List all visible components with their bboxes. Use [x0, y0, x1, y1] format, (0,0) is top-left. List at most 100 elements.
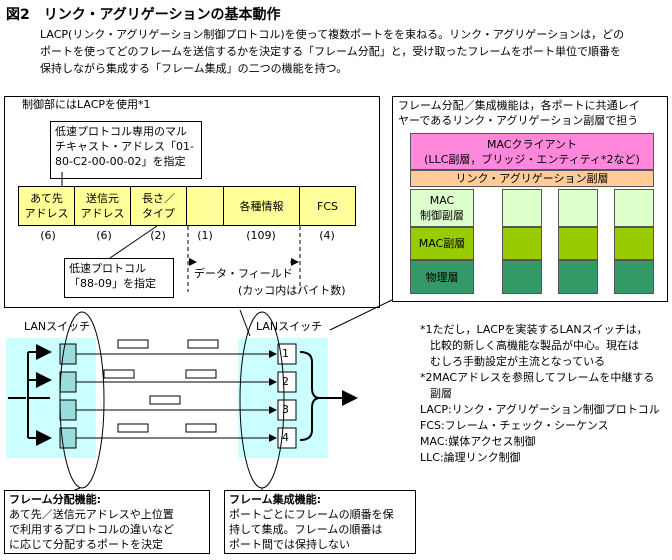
- callout-leader: [109, 225, 158, 259]
- collection-line: 持して集成。フレームの順番は: [229, 523, 383, 536]
- field-label: 長さ／: [142, 192, 175, 205]
- layer-label: (LLC副層，ブリッジ・エンティティ*2など): [424, 152, 640, 166]
- layer-label: リンク・アグリゲーション副層: [455, 172, 609, 185]
- mac-client-layer: MACクライアント(LLC副層，ブリッジ・エンティティ*2など): [410, 133, 654, 170]
- footnote: むしろ手動設定が主流となっている: [430, 355, 606, 368]
- right-port-2: [277, 371, 297, 393]
- bytes-src: (6): [96, 229, 112, 242]
- dist-ellipse: [59, 311, 105, 489]
- frame-icon: [149, 395, 181, 405]
- port-stack-3-ctrl: [558, 189, 598, 227]
- footnote: MAC:媒体アクセス制御: [420, 435, 536, 448]
- frame-icon: [103, 369, 135, 379]
- frame-panel-header: 制御部にはLACPを使用*1: [22, 97, 151, 112]
- bytes-info: (109): [246, 229, 276, 242]
- dist-arrow: [27, 362, 52, 388]
- type-callout: 低速プロトコル 「88-09」を指定: [64, 258, 174, 298]
- dist-arrow: [27, 397, 50, 420]
- callout-line: 低速プロトコル専用のマル: [55, 125, 187, 138]
- panel-leader: [239, 309, 251, 337]
- collect-brace: [299, 351, 321, 441]
- right-port-3-label: 3: [282, 403, 289, 416]
- dest-address-callout: 低速プロトコル専用のマル チキャスト・アドレス「01- 80-C2-00-00-…: [50, 121, 202, 179]
- field-info: 各種情報: [223, 186, 300, 226]
- field-label: 各種情報: [239, 199, 284, 213]
- collect-ellipse: [239, 311, 285, 489]
- bytes-length: (2): [150, 229, 166, 242]
- distribution-box: フレーム分配機能: あて先／送信元アドレスや上位置 で利用するプロトコルの違いな…: [4, 490, 210, 554]
- port-stack-4-ctrl: [614, 189, 654, 227]
- right-port-2-label: 2: [282, 375, 289, 388]
- bytes-dest: (6): [40, 229, 56, 242]
- frame-icon: [117, 423, 149, 433]
- collection-box: フレーム集成機能: ポートごとにフレームの順番を保 持して集成。フレームの順番は…: [224, 490, 416, 554]
- caption-line: フレーム分配／集成機能は，各ポートに共通レイ: [398, 99, 640, 112]
- left-switch-label: LANスイッチ: [24, 320, 91, 333]
- frame-panel-header-text: 制御部にはLACPを使用*1: [22, 98, 151, 111]
- bytes-subtype: (1): [197, 229, 213, 242]
- port-stack-3-phy: [558, 260, 598, 294]
- port-stack-4-mac: [614, 227, 654, 260]
- callout-line: チキャスト・アドレス「01-: [55, 140, 194, 153]
- distribution-title: フレーム分配機能:: [9, 493, 102, 506]
- frame-icon: [117, 339, 149, 349]
- phy-layer: 物理層: [410, 260, 474, 294]
- field-label: あて先: [30, 192, 63, 205]
- frame-icon: [185, 369, 217, 379]
- bytes-note: (カッコ内はバイト数): [238, 284, 346, 297]
- layer-caption: フレーム分配／集成機能は，各ポートに共通レイ ヤーであるリンク・アグリゲーション…: [398, 98, 640, 128]
- distribution-line: に応じて分配するポートを決定: [9, 538, 163, 551]
- field-fcs: FCS: [299, 186, 356, 226]
- left-port-2: [59, 371, 77, 393]
- layer-label: MAC: [429, 194, 455, 207]
- footnote: FCS:フレーム・チェック・シーケンス: [420, 419, 609, 432]
- distribution-line: あて先／送信元アドレスや上位置: [9, 508, 174, 521]
- field-label: タイプ: [142, 207, 175, 220]
- right-port-3: [277, 399, 297, 421]
- frame-icon: [185, 423, 217, 433]
- field-dest-address: あて先アドレス: [18, 186, 75, 226]
- right-port-1: [277, 343, 297, 365]
- data-field-label: データ・フィールド: [194, 267, 293, 280]
- callout-line: 80-C2-00-00-02」を指定: [55, 155, 186, 168]
- port-stack-3-mac: [558, 227, 598, 260]
- figure-title: 図2 リンク・アグリゲーションの基本動作: [6, 7, 281, 23]
- layer-label: MACクライアント: [486, 137, 578, 151]
- collection-line: ポート間では保持しない: [229, 538, 350, 551]
- intro-text: LACP(リンク・アグリゲーション制御プロトコル)を使って複数ポートをを束ねる。…: [40, 26, 666, 77]
- port-stack-2-ctrl: [502, 189, 542, 227]
- intro-line: ポートを使ってどのフレームを送信するかを決定する「フレーム分配」と，受け取ったフ…: [40, 45, 622, 58]
- collection-line: ポートごとにフレームの順番を保: [229, 508, 394, 521]
- callout-line: 「88-09」を指定: [69, 277, 156, 290]
- port-stack-2-phy: [502, 260, 542, 294]
- mac-control-sublayer: MAC 制御副層: [410, 189, 474, 227]
- field-label: 送信元: [86, 192, 119, 205]
- distribution-line: で利用するプロトコルの違いなど: [9, 523, 174, 536]
- mac-sublayer: MAC副層: [410, 227, 474, 260]
- bytes-fcs: (4): [319, 229, 335, 242]
- right-port-4-label: 4: [282, 431, 289, 444]
- layer-label: 物理層: [425, 270, 459, 284]
- intro-line: 保持しながら集成する「フレーム集成」の二つの機能を持つ。: [40, 62, 348, 75]
- la-sublayer: リンク・アグリゲーション副層: [410, 170, 654, 187]
- footnote: LACP:リンク・アグリゲーション制御プロトコル: [420, 403, 660, 416]
- port-stack-2-mac: [502, 227, 542, 260]
- field-label: アドレス: [24, 207, 69, 220]
- layer-leader: [329, 299, 393, 331]
- callout-line: 低速プロトコル: [69, 262, 146, 275]
- layer-label: 制御副層: [420, 209, 464, 222]
- field-subtype: [186, 186, 224, 226]
- port-stack-4-phy: [614, 260, 654, 294]
- intro-line: LACP(リンク・アグリゲーション制御プロトコル)を使って複数ポートをを束ねる。…: [40, 28, 625, 41]
- footnote: *2MACアドレスを参照してフレームを中継する: [420, 371, 655, 384]
- footnote: *1ただし，LACPを実装するLANスイッチは，: [420, 323, 648, 336]
- field-label: アドレス: [80, 207, 125, 220]
- field-label: FCS: [317, 199, 338, 213]
- right-port-1-label: 1: [282, 347, 289, 360]
- frame-icon: [187, 339, 219, 349]
- left-port-3: [59, 399, 77, 421]
- footnote: 副層: [430, 387, 452, 400]
- footnote: LLC:論理リンク制御: [420, 451, 521, 464]
- footnote: 比較的新しく高機能な製品が中心。現在は: [430, 339, 639, 352]
